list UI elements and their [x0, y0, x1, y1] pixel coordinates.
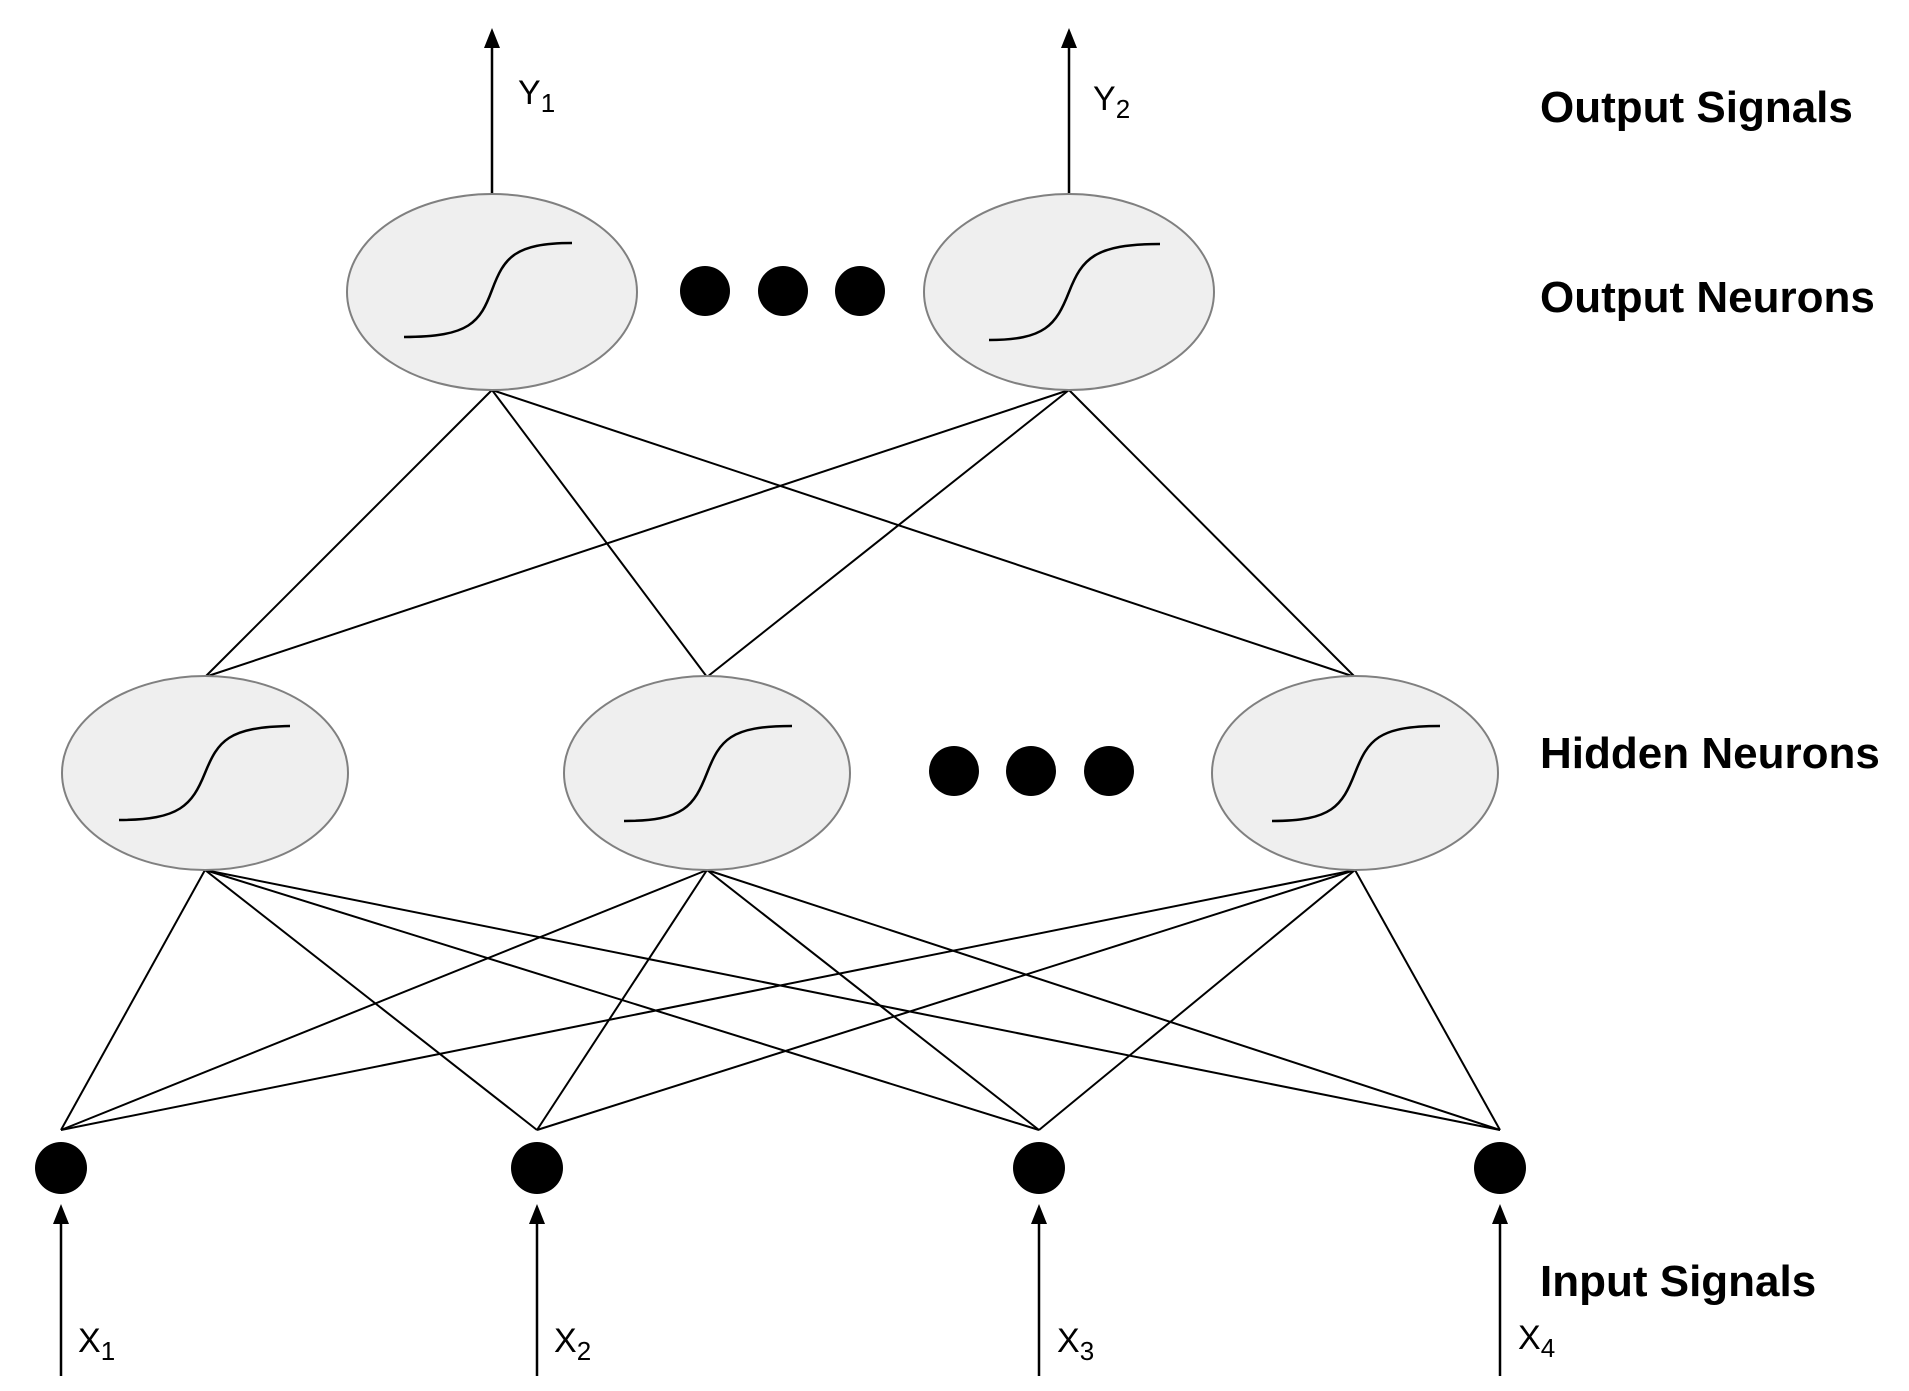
- input-signals-label: Input Signals: [1540, 1257, 1816, 1306]
- sigmoid-icon: [118, 724, 291, 822]
- hidden-neuron-3: [1211, 675, 1499, 871]
- connection-line: [204, 389, 1070, 678]
- ellipsis-dot: [758, 266, 808, 316]
- input-arrow-4: [1492, 1204, 1508, 1376]
- connection-line: [204, 869, 1040, 1131]
- input-signal-label-4: X4: [1518, 1319, 1555, 1363]
- input-signal-label-3: X3: [1057, 1322, 1094, 1366]
- ellipsis-dot: [1084, 746, 1134, 796]
- output-ellipsis: [680, 266, 885, 316]
- connection-line: [204, 869, 538, 1131]
- connection-line: [706, 869, 1501, 1131]
- connection-line: [60, 869, 1356, 1131]
- ellipsis-dot: [680, 266, 730, 316]
- output-arrow-1: [484, 28, 500, 195]
- arrow-up-icon: [53, 1204, 69, 1224]
- hidden-neuron-2: [563, 675, 851, 871]
- ellipsis-dot: [929, 746, 979, 796]
- hidden-output-connections: [204, 389, 1356, 678]
- input-arrow-3: [1031, 1204, 1047, 1376]
- input-arrow-1: [53, 1204, 69, 1376]
- arrow-up-icon: [1492, 1204, 1508, 1224]
- arrow-up-icon: [484, 28, 500, 48]
- arrow-up-icon: [1061, 28, 1077, 48]
- output-signal-label-2: Y2: [1093, 80, 1130, 124]
- input-node-1: [35, 1142, 87, 1194]
- hidden-neuron-1: [61, 675, 349, 871]
- arrow-up-icon: [529, 1204, 545, 1224]
- connection-line: [204, 869, 1501, 1131]
- connection-line: [706, 389, 1070, 678]
- output-signals-label: Output Signals: [1540, 83, 1853, 132]
- output-neurons-label: Output Neurons: [1540, 273, 1875, 322]
- sigmoid-icon: [988, 242, 1161, 342]
- input-nodes: [35, 1142, 1526, 1194]
- connection-line: [60, 869, 206, 1131]
- arrow-up-icon: [1031, 1204, 1047, 1224]
- input-node-2: [511, 1142, 563, 1194]
- sigmoid-icon: [623, 724, 793, 823]
- connection-line: [204, 389, 493, 678]
- sigmoid-icon: [403, 241, 573, 339]
- output-signal-label-1: Y1: [518, 74, 555, 118]
- connection-line: [706, 869, 1040, 1131]
- ellipsis-dot: [1006, 746, 1056, 796]
- ellipsis-dot: [835, 266, 885, 316]
- hidden-neurons-label: Hidden Neurons: [1540, 729, 1880, 778]
- input-signal-label-2: X2: [554, 1322, 591, 1366]
- connection-line: [1354, 869, 1501, 1131]
- input-hidden-connections: [60, 869, 1501, 1131]
- input-node-4: [1474, 1142, 1526, 1194]
- connection-line: [491, 389, 1356, 678]
- output-arrow-2: [1061, 28, 1077, 195]
- connection-line: [536, 869, 1356, 1131]
- output-neuron-2: [923, 193, 1215, 391]
- connection-line: [491, 389, 708, 678]
- input-signal-label-1: X1: [78, 1322, 115, 1366]
- connection-line: [60, 869, 708, 1131]
- connection-line: [1038, 869, 1356, 1131]
- output-neuron-1: [346, 193, 638, 391]
- input-arrow-2: [529, 1204, 545, 1376]
- hidden-ellipsis: [929, 746, 1134, 796]
- input-node-3: [1013, 1142, 1065, 1194]
- connection-line: [1068, 389, 1356, 678]
- sigmoid-icon: [1271, 724, 1441, 823]
